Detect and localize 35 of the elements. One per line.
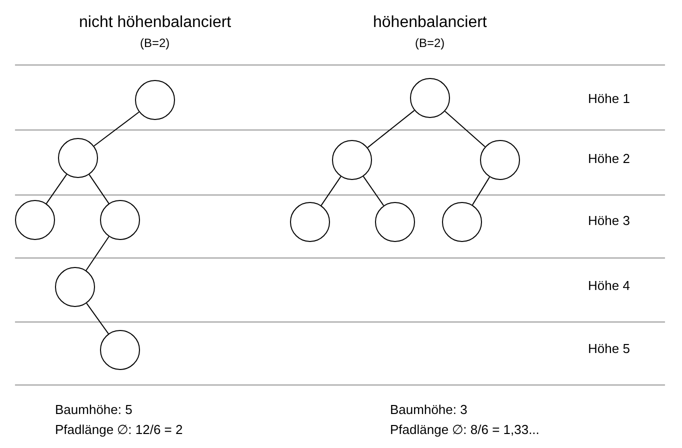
path-length-text: Pfadlänge ∅: 12/6 = 2: [55, 422, 183, 437]
tree-node-circle: [55, 267, 95, 307]
tree-node-circle: [100, 200, 140, 240]
tree-node-circle: [442, 202, 482, 242]
tree-node-circle: [480, 140, 520, 180]
tree-edge: [367, 110, 415, 148]
level-label: Höhe 3: [588, 213, 630, 228]
tree-height-text: Baumhöhe: 5: [55, 402, 132, 417]
tree-edge: [362, 176, 384, 206]
tree-node-circle: [15, 200, 55, 240]
level-label: Höhe 1: [588, 91, 630, 106]
tree-edge: [86, 302, 109, 334]
balance-note: (B=2): [415, 36, 445, 50]
tree-node-circle: [135, 80, 175, 120]
tree-node-circle: [100, 330, 140, 370]
tree-node-circle: [290, 202, 330, 242]
tree-edge: [46, 174, 68, 204]
level-label: Höhe 2: [588, 151, 630, 166]
tree-node-circle: [332, 140, 372, 180]
tree-node-circle: [58, 138, 98, 178]
tree-edge: [88, 174, 110, 204]
column-heading: nicht höhenbalanciert: [79, 14, 232, 32]
path-length-text: Pfadlänge ∅: 8/6 = 1,33...: [390, 422, 540, 437]
tree-edge: [86, 236, 110, 271]
tree-node-circle: [410, 78, 450, 118]
level-label: Höhe 5: [588, 341, 630, 356]
tree-height-text: Baumhöhe: 3: [390, 402, 468, 417]
tree-edge: [93, 112, 140, 146]
balance-note: (B=2): [140, 36, 170, 50]
column-heading: höhenbalanciert: [373, 14, 487, 32]
tree-edge: [472, 176, 490, 206]
tree-edge: [444, 110, 486, 148]
tree-node-circle: [375, 202, 415, 242]
tree-edge: [320, 176, 342, 206]
level-label: Höhe 4: [588, 278, 630, 293]
